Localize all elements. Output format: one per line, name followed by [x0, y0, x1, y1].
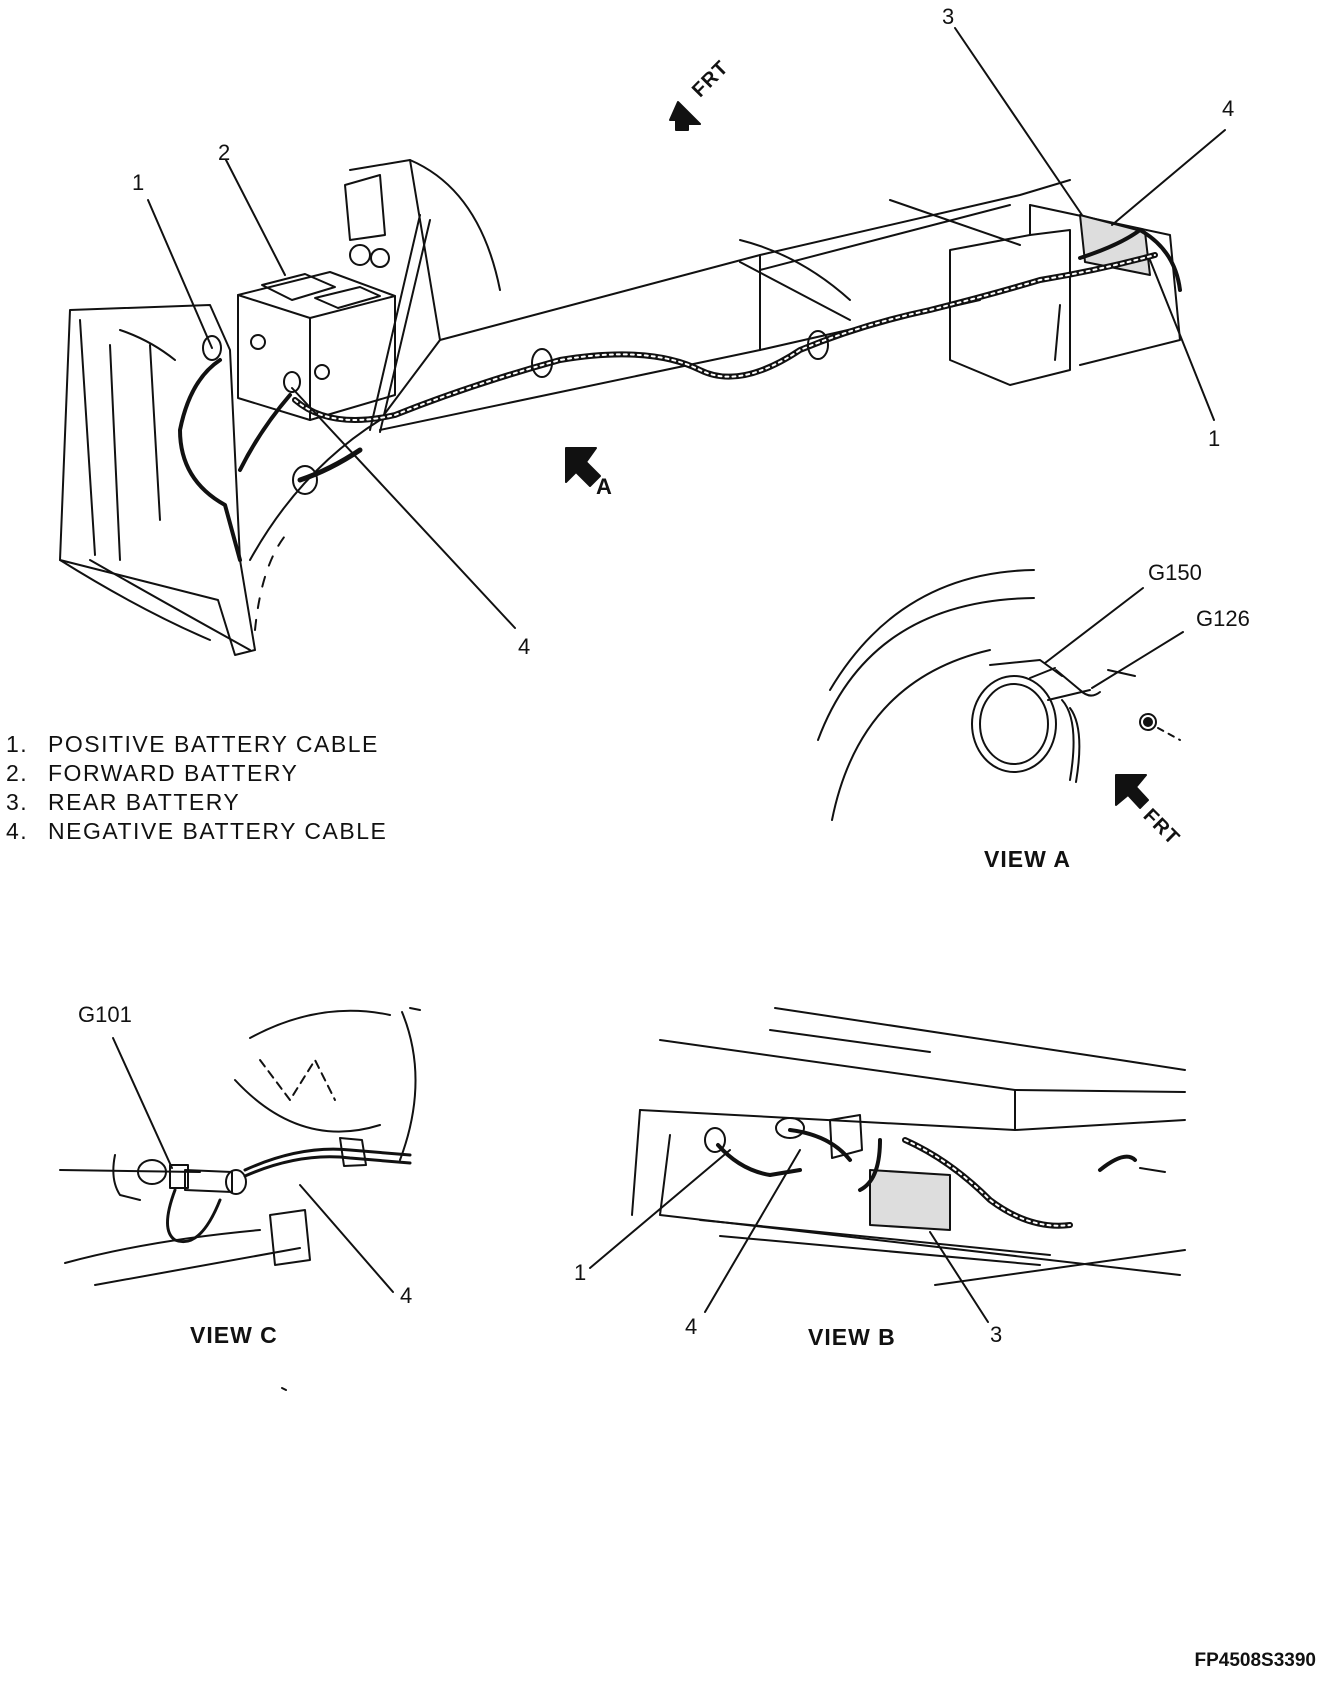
- view-b-callout-4: 4: [685, 1314, 698, 1339]
- view-c-title: VIEW C: [190, 1322, 278, 1348]
- view-b-title: VIEW B: [808, 1324, 896, 1350]
- callout-1-left: 1: [132, 170, 145, 195]
- legend-item-text: FORWARD BATTERY: [48, 760, 299, 786]
- view-a-title: VIEW A: [984, 846, 1071, 872]
- view-c-callout-4: 4: [400, 1283, 413, 1308]
- view-a-arrow-label: A: [596, 474, 613, 499]
- callout-3: 3: [942, 4, 955, 29]
- callout-1-right: 1: [1208, 426, 1221, 451]
- legend-item: 3. REAR BATTERY: [6, 788, 387, 817]
- legend-item-text: POSITIVE BATTERY CABLE: [48, 731, 379, 757]
- legend-item-text: REAR BATTERY: [48, 789, 241, 815]
- legend-item: 4. NEGATIVE BATTERY CABLE: [6, 817, 387, 846]
- g150-label: G150: [1148, 560, 1202, 585]
- view-b-drawing: [589, 1007, 1186, 1323]
- g101-label: G101: [78, 1002, 132, 1027]
- figure-id: FP4508S3390: [1194, 1650, 1317, 1671]
- callout-4-bottom: 4: [518, 634, 531, 659]
- legend-item: 1. POSITIVE BATTERY CABLE: [6, 730, 387, 759]
- legend-item-number: 1.: [6, 731, 29, 757]
- callout-4-top: 4: [1222, 96, 1235, 121]
- legend-item-number: 2.: [6, 760, 29, 786]
- view-a-drawing: [817, 569, 1184, 821]
- callout-2: 2: [218, 140, 231, 165]
- legend-item-text: NEGATIVE BATTERY CABLE: [48, 818, 388, 844]
- view-c-drawing: [59, 1007, 421, 1293]
- legend-item-number: 4.: [6, 818, 29, 844]
- view-b-callout-1: 1: [574, 1260, 587, 1285]
- parts-legend: 1. POSITIVE BATTERY CABLE 2. FORWARD BATTE…: [6, 730, 387, 846]
- view-b-callout-3: 3: [990, 1322, 1003, 1347]
- g126-label: G126: [1196, 606, 1250, 631]
- main-view-drawing: [59, 27, 1226, 656]
- legend-item-number: 3.: [6, 789, 29, 815]
- legend-item: 2. FORWARD BATTERY: [6, 759, 387, 788]
